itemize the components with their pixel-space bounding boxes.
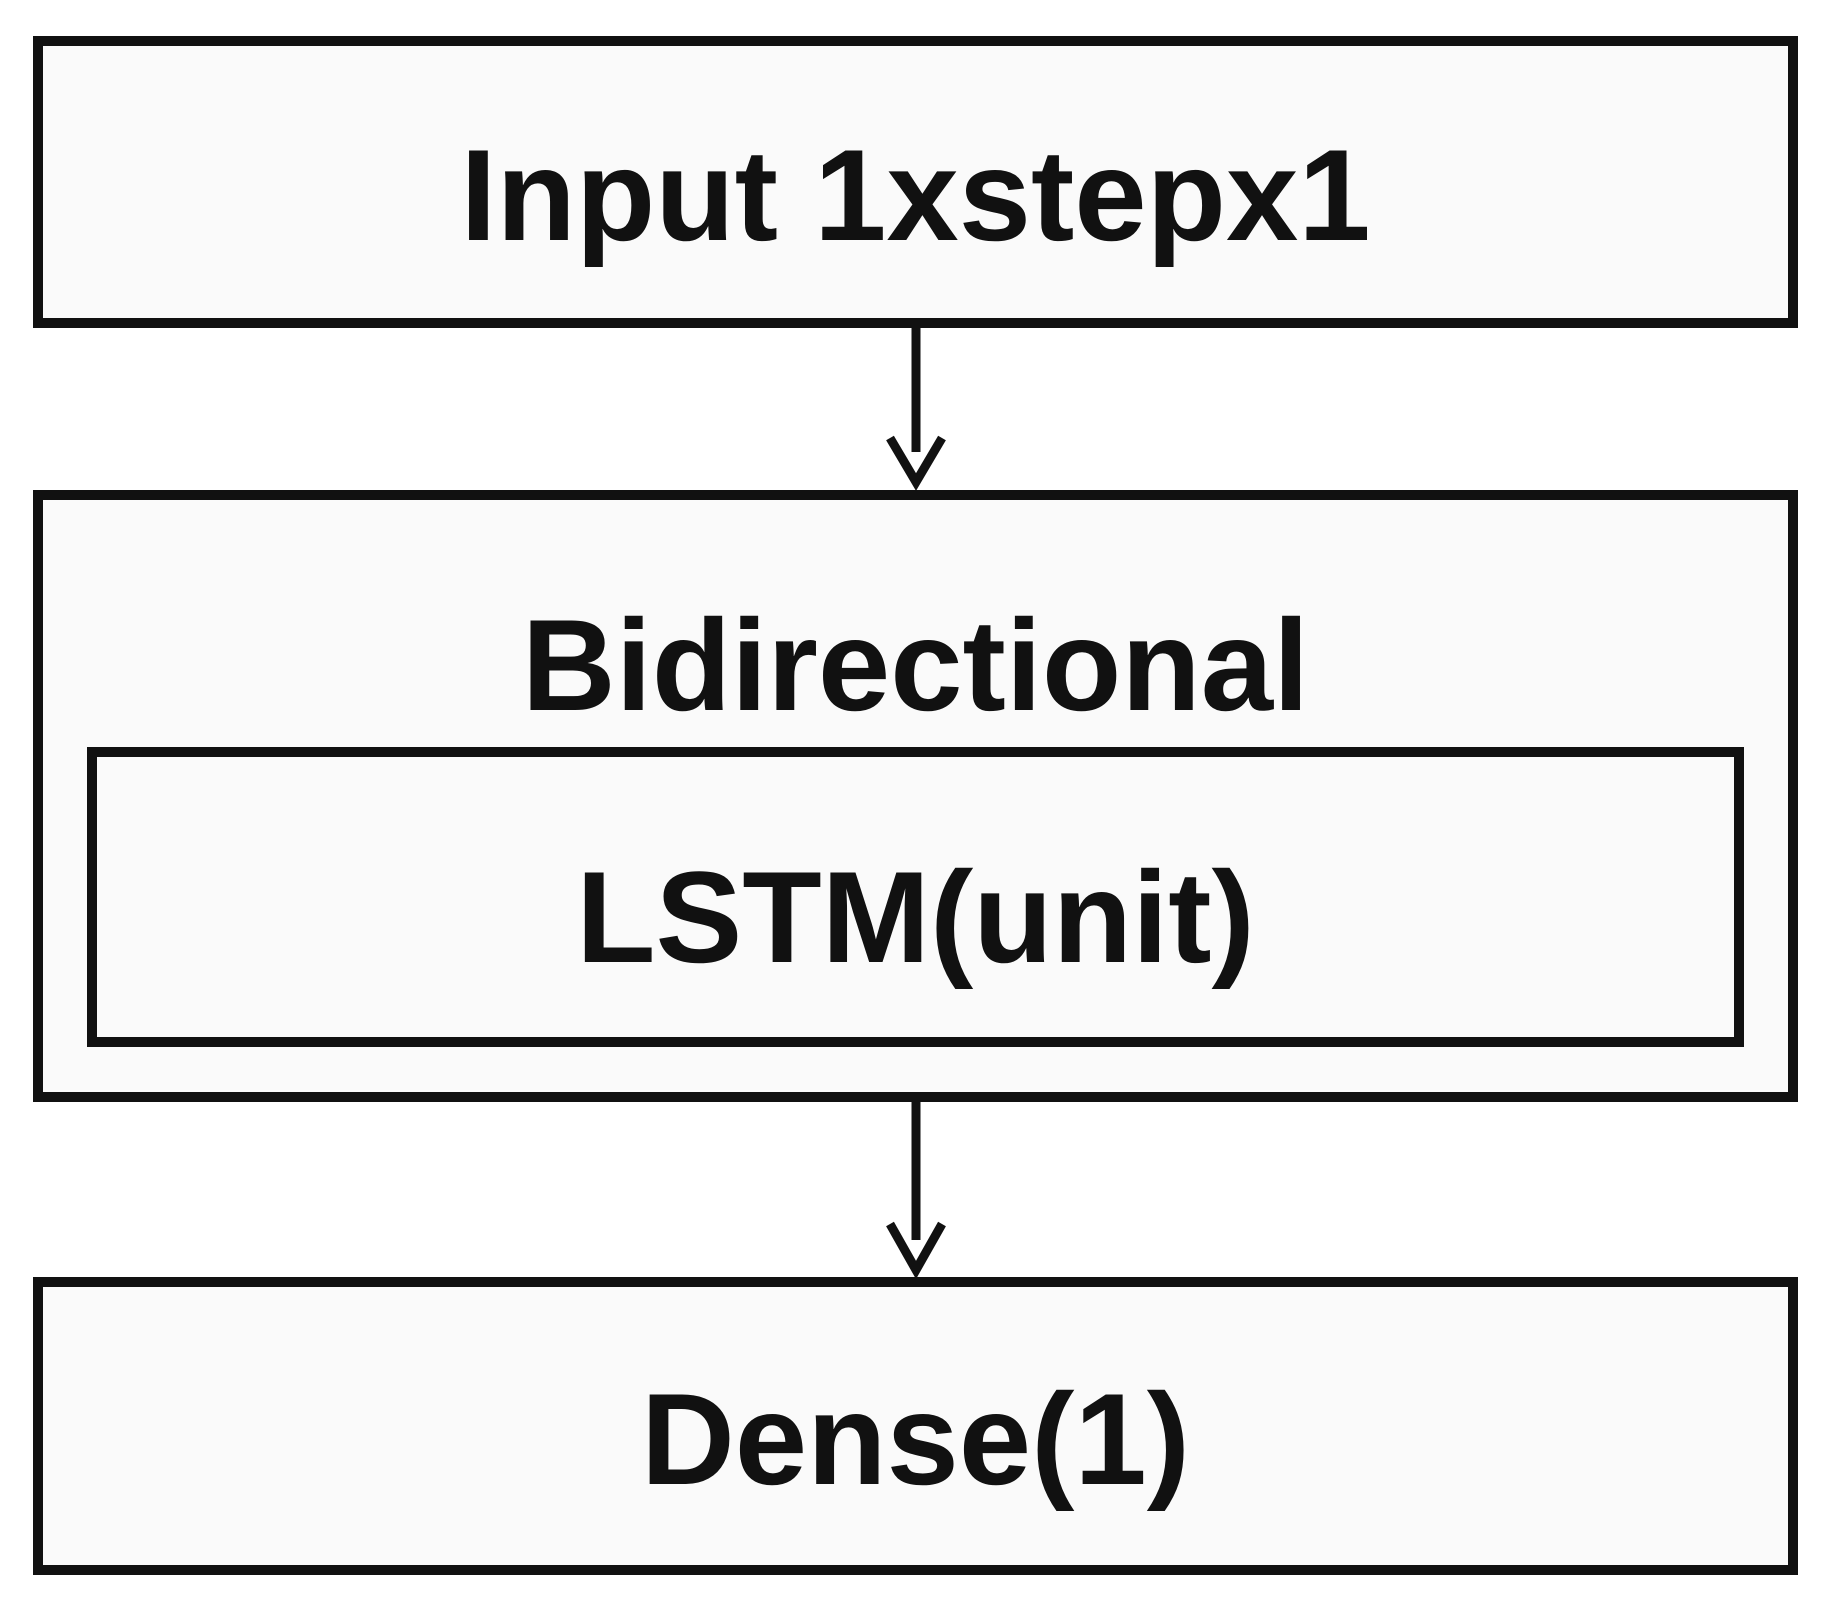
dense-layer-label: Dense(1) bbox=[640, 1366, 1191, 1512]
input-layer-label: Input 1xstepx1 bbox=[460, 122, 1371, 268]
arrow-bidirectional-to-dense bbox=[886, 1102, 946, 1280]
arrow-input-to-bidirectional bbox=[886, 328, 946, 491]
input-layer-box: Input 1xstepx1 bbox=[33, 36, 1798, 328]
bidirectional-label: Bidirectional bbox=[521, 592, 1310, 738]
lstm-layer-label: LSTM(unit) bbox=[576, 844, 1255, 990]
dense-layer-box: Dense(1) bbox=[33, 1277, 1798, 1575]
lstm-layer-box: LSTM(unit) bbox=[87, 747, 1744, 1047]
